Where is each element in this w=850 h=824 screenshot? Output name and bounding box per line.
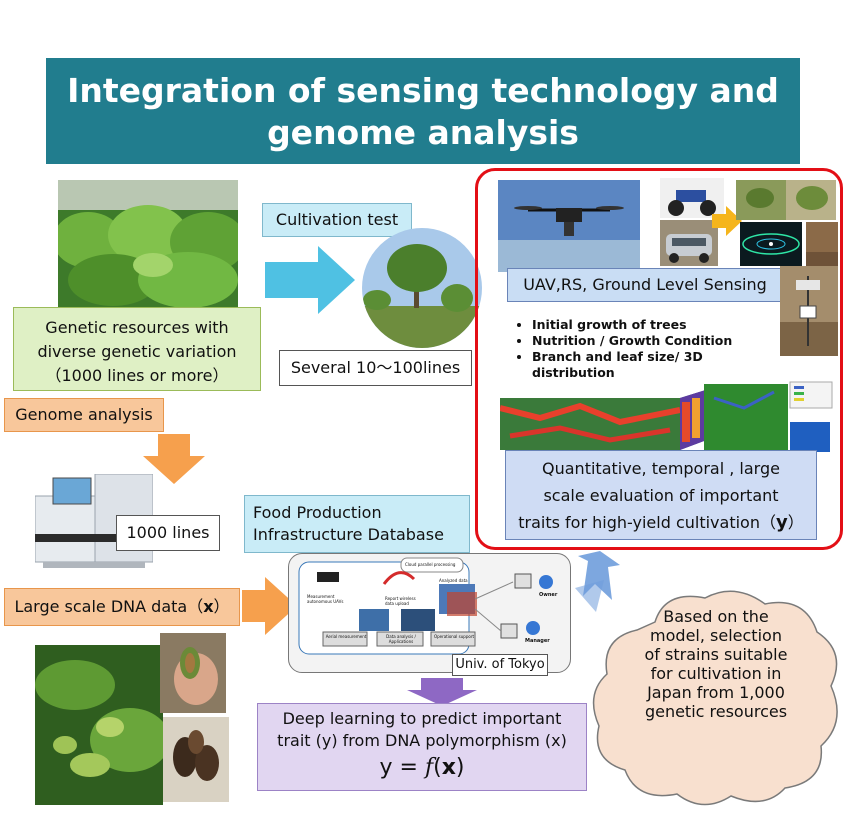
food-db-line-1: Food Production <box>253 503 382 522</box>
drone-photo <box>498 180 640 272</box>
arrow-yellow <box>712 206 742 236</box>
cloud-line-2: model, selection <box>650 626 782 645</box>
page-title: Integration of sensing technology and ge… <box>46 58 800 164</box>
hyperspectral-cube <box>500 388 712 450</box>
arrow-cloud-to-db <box>575 580 604 612</box>
formula-x: x <box>441 755 456 780</box>
several-lines-label: Several 10～100lines <box>279 350 472 386</box>
dna-data-label: Large scale DNA data（x） <box>4 588 240 626</box>
trait-item: Branch and leaf size/ 3D distribution <box>532 349 782 381</box>
sensing-label: UAV,RS, Ground Level Sensing <box>507 268 783 302</box>
db-analysis-text: Data analysis / Applications <box>386 634 416 644</box>
dna-data-suffix: ） <box>213 597 230 616</box>
db-cloud-text: Cloud parallel processing <box>405 562 456 567</box>
formula-f: f <box>424 755 434 780</box>
pecan-nuts-photo <box>163 717 229 802</box>
genetic-resources-line-3: （1000 lines or more） <box>45 366 229 385</box>
thousand-lines-label: 1000 lines <box>116 515 220 551</box>
db-measurement-text: Measurement autonomous UAVs <box>307 594 344 604</box>
soil-photo <box>806 222 838 266</box>
dna-data-var: x <box>203 597 214 616</box>
title-line-2: genome analysis <box>267 113 579 152</box>
evaluation-line-3: traits for high-yield cultivation（y） <box>506 509 816 536</box>
satellite-maps <box>704 378 834 456</box>
trait-item: Nutrition / Growth Condition <box>532 333 782 349</box>
food-db-line-2: Infrastructure Database <box>253 525 444 544</box>
db-analyzed-text: Analyzed data <box>439 578 468 583</box>
deep-learning-box: Deep learning to predict important trait… <box>257 703 587 791</box>
evaluation-line-1: Quantitative, temporal , large <box>542 459 780 478</box>
title-line-1: Integration of sensing technology and <box>67 71 779 110</box>
food-db-label: Food Production Infrastructure Database <box>244 495 470 553</box>
deep-learning-formula: y = f(x) <box>258 752 586 784</box>
cloud-line-3: of strains suitable <box>644 645 788 664</box>
arrow-db-to-dl <box>407 678 477 706</box>
univ-label: Univ. of Tokyo <box>452 654 548 676</box>
cloud-shape <box>592 590 838 806</box>
cloud-line-6: genetic resources <box>644 702 788 721</box>
genetic-resources-line-1: Genetic resources with <box>45 318 229 337</box>
arrow-dna-to-db <box>242 577 297 635</box>
arrow-to-cultivation <box>265 246 355 314</box>
sensor-station-photo <box>780 266 838 356</box>
cloud-text: Based on the model, selection of strains… <box>610 607 822 721</box>
db-aerial-text: Aerial measurement <box>325 634 367 639</box>
trait-item: Initial growth of trees <box>532 317 782 333</box>
dna-data-prefix: Large scale DNA data（ <box>14 597 204 616</box>
pecan-hand-photo <box>160 633 226 713</box>
database-diagram: Cloud parallel processing Analyzed data … <box>288 553 571 673</box>
atv-photo <box>660 178 724 218</box>
genome-analysis-label: Genome analysis <box>4 398 164 432</box>
cloud-line-1: Based on the <box>663 607 769 626</box>
sensing-frame <box>475 168 843 550</box>
formula-close: ) <box>455 755 465 780</box>
genetic-resources-line-2: diverse genetic variation <box>37 342 237 361</box>
deep-learning-line-2: trait (y) from DNA polymorphism (x) <box>277 731 567 750</box>
nursery-photo <box>58 180 238 308</box>
genetic-resources-box: Genetic resources with diverse genetic v… <box>13 307 261 391</box>
deep-learning-line-1: Deep learning to predict important <box>282 709 562 728</box>
cultivation-test-label: Cultivation test <box>262 203 412 237</box>
evaluation-var: y <box>775 512 788 533</box>
formula-y: y = <box>379 755 425 780</box>
db-report-text: Report wireless data upload <box>385 596 416 606</box>
evaluation-box: Quantitative, temporal , large scale eva… <box>505 450 817 540</box>
lidar-photo <box>740 222 802 266</box>
arrow-genome-down <box>143 434 205 484</box>
field-photos-top <box>736 180 836 220</box>
traits-list: Initial growth of trees Nutrition / Grow… <box>512 317 782 381</box>
db-owner-text: Owner <box>539 592 558 598</box>
cloud-line-4: for cultivation in <box>650 664 782 683</box>
db-manager-text: Manager <box>525 638 550 644</box>
evaluation-line-2: scale evaluation of important <box>543 486 779 505</box>
evaluation-line-3-suffix: ） <box>787 513 804 532</box>
cloud-line-5: Japan from 1,000 <box>647 683 785 702</box>
car-photo <box>660 220 718 266</box>
formula-open: ( <box>433 755 442 780</box>
pecan-tree-photo <box>35 645 163 805</box>
evaluation-line-3-prefix: traits for high-yield cultivation（ <box>518 513 776 532</box>
db-operational-text: Operational support <box>433 634 475 639</box>
field-photo <box>362 228 482 348</box>
